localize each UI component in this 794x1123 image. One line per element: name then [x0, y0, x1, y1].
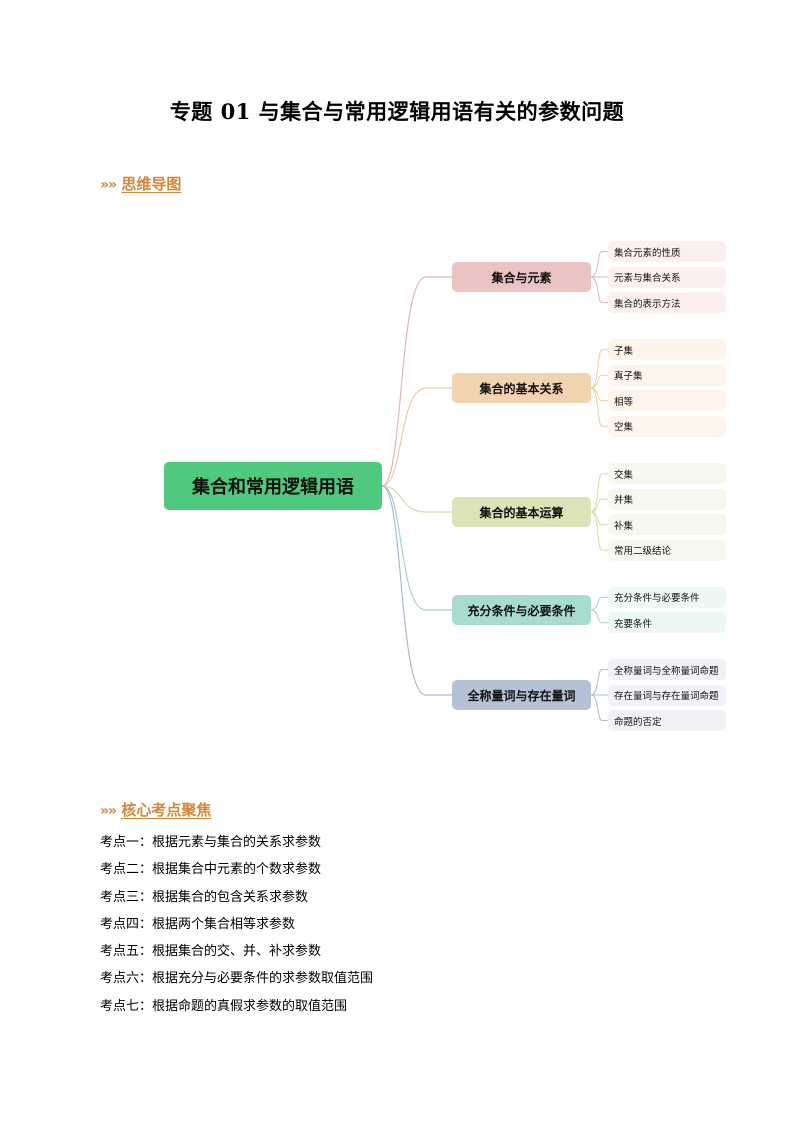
mind-map-leaf-node: 相等 [608, 390, 726, 412]
mind-map-leaf-node: 集合的表示方法 [608, 292, 726, 313]
mind-map-root-node: 集合和常用逻辑用语 [164, 462, 382, 510]
leaf-connector [590, 251, 608, 278]
document-title: 专题 01 与集合与常用逻辑用语有关的参数问题 [169, 99, 625, 124]
keypoint-item: 考点二：根据集合中元素的个数求参数 [100, 862, 322, 878]
leaf-connector [590, 596, 608, 611]
leaf-connector [590, 349, 608, 389]
mind-map-leaf-node: 交集 [608, 463, 726, 485]
mind-map-leaf-node: 存在量词与存在量词命题 [608, 684, 726, 706]
keypoint-item: 考点四：根据两个集合相等求参数 [100, 916, 296, 932]
keypoint-item: 考点五：根据集合的交、并、补求参数 [100, 944, 322, 960]
mind-map-branch-node: 全称量词与存在量词 [452, 680, 591, 710]
leaf-connector [590, 473, 608, 513]
mind-map-leaf-node: 充要条件 [608, 612, 726, 634]
mind-map-leaf-node: 元素与集合关系 [608, 266, 726, 288]
mind-map-leaf-node: 全称量词与全称量词命题 [608, 659, 726, 680]
branch-connector [381, 485, 452, 696]
branch-connector [381, 485, 452, 611]
mind-map-leaf-node: 集合元素的性质 [608, 241, 726, 262]
leaf-connector [590, 276, 608, 303]
leaf-connector [590, 669, 608, 696]
mind-map-branch-node: 集合的基本运算 [452, 497, 591, 527]
mind-map-leaf-node: 充分条件与必要条件 [608, 586, 726, 608]
mindmap-heading-label: 思维导图 [121, 175, 182, 193]
mind-map-leaf-node: 空集 [608, 415, 726, 437]
keypoint-item: 考点七：根据命题的真假求参数的取值范围 [100, 998, 348, 1014]
mind-map-branch-node: 集合与元素 [452, 262, 591, 292]
mind-map: 集合和常用逻辑用语 集合与元素集合元素的性质元素与集合关系集合的表示方法集合的基… [150, 230, 750, 740]
branch-connector [381, 276, 452, 487]
mind-map-leaf-node: 子集 [608, 339, 726, 361]
mind-map-leaf-node: 补集 [608, 514, 726, 536]
double-chevron-icon: » [108, 177, 117, 193]
mind-map-leaf-node: 真子集 [608, 364, 726, 386]
mind-map-leaf-node: 并集 [608, 488, 726, 510]
keypoint-item: 考点一：根据元素与集合的关系求参数 [100, 835, 322, 850]
mind-map-leaf-node: 命题的否定 [608, 710, 726, 731]
leaf-connector [590, 498, 608, 513]
keypoints-list: 考点一：根据元素与集合的关系求参数 考点二：根据集合中元素的个数求参数 考点三：… [100, 829, 373, 1020]
mind-map-connectors [381, 251, 608, 721]
double-chevron-icon: » [100, 177, 109, 193]
leaf-connector [590, 374, 608, 389]
leaf-connector [590, 609, 608, 624]
keypoint-item: 考点六：根据充分与必要条件的求参数取值范围 [100, 971, 374, 987]
branch-connector [381, 387, 452, 487]
double-chevron-icon: » [100, 803, 109, 819]
leaf-connector [590, 387, 608, 427]
mind-map-leaf-node: 常用二级结论 [608, 539, 726, 561]
double-chevron-icon: » [108, 803, 117, 819]
leaf-connector [590, 694, 608, 721]
branch-connector [381, 485, 452, 513]
leaf-connector [590, 511, 608, 551]
mind-map-branch-node: 充分条件与必要条件 [452, 595, 591, 625]
mind-map-branch-node: 集合的基本关系 [452, 373, 591, 403]
keypoint-item: 考点三：根据集合的包含关系求参数 [100, 889, 309, 905]
keypoints-section-heading: »» 核心考点聚焦 [100, 799, 211, 820]
keypoints-heading-label: 核心考点聚焦 [121, 801, 212, 819]
mindmap-section-heading: »» 思维导图 [100, 173, 181, 194]
